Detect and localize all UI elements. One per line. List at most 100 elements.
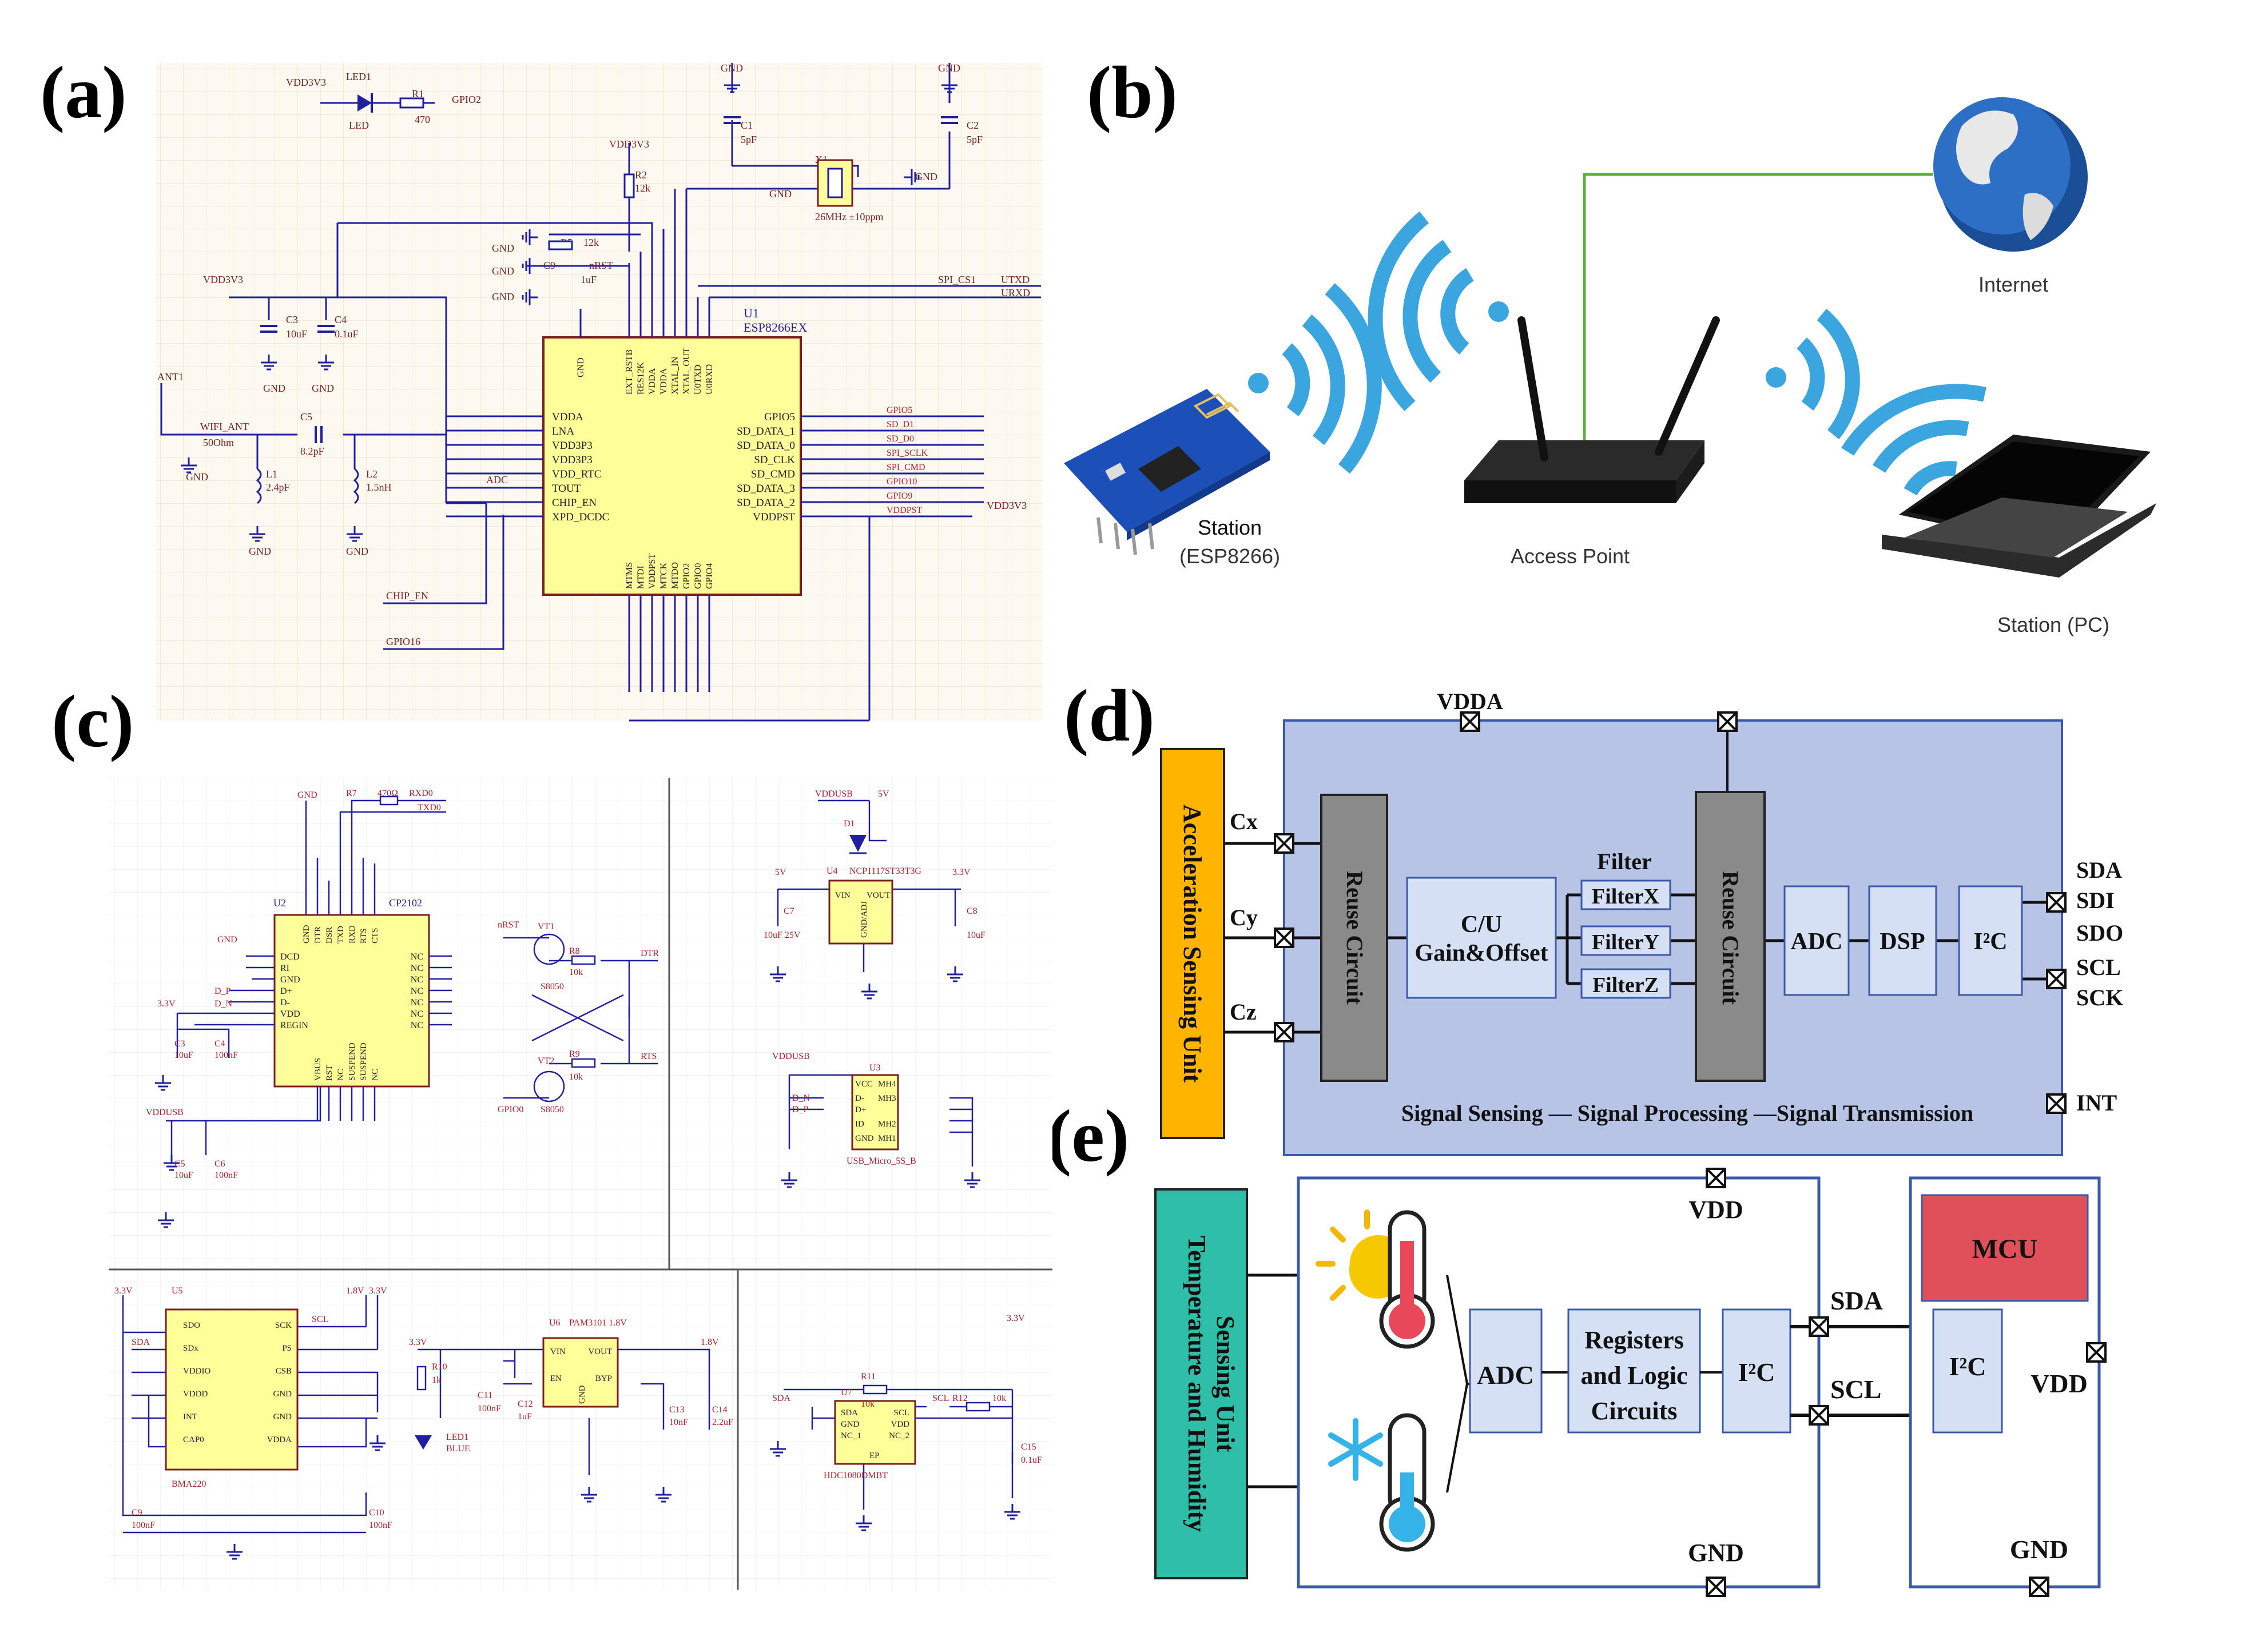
e-i2c-block (1722, 1308, 1791, 1434)
u6-part: PAM3101 1.8V (569, 1318, 627, 1328)
adc-block (1783, 885, 1850, 996)
ncp1117-chip (828, 879, 893, 945)
cp2102-bottom-pin: NC (336, 1069, 345, 1081)
v5-net: 5V (775, 867, 786, 877)
u5-left-pin: INT (183, 1412, 197, 1422)
cp2102-right-pin: NC (411, 998, 423, 1008)
right-net: GPIO9 (887, 491, 912, 501)
chip-left-pin: VDDA (552, 411, 583, 423)
panel-c-schematic: U2 CP2102 DCD RI GND D+ D- VDD REGIN NC … (109, 778, 1052, 1590)
chip-left-pin: XPD_DCDC (552, 511, 609, 523)
u4-pin: VOUT (867, 891, 891, 900)
u5-left-pin: CAP0 (183, 1435, 204, 1444)
u5-left-pin: VDDIO (183, 1367, 210, 1376)
laptop-icon (1882, 435, 2156, 578)
d-n-net: D_N (214, 999, 233, 1009)
filter-z-label: FilterZ (1592, 973, 1659, 997)
u5-left-pin: SDO (183, 1321, 200, 1330)
registers-logic-block (1567, 1308, 1701, 1434)
mcu-i2c-label: I²C (1949, 1352, 1986, 1381)
c14-value: 2.2uF (712, 1418, 733, 1427)
c4-designator: C4 (214, 1039, 225, 1049)
sda-pin-label: SDA (2076, 857, 2122, 883)
station-title: Station (1198, 516, 1262, 539)
l2-gnd: GND (346, 546, 368, 557)
sensing-label-line2: Sensing Unit (1211, 1316, 1239, 1452)
bma220-chip (165, 1308, 299, 1471)
c6-value: 100nF (214, 1171, 238, 1180)
cp2102-left-pin: VDD (280, 1009, 300, 1019)
panel-label-b: (b) (1087, 51, 1178, 134)
cp2102-right-pin: NC (411, 1009, 423, 1019)
c3-value: 10uF (286, 328, 307, 340)
cp-gnd-left: GND (217, 935, 237, 945)
cp2102-top-pin: CTS (371, 927, 380, 944)
r2-designator: R2 (635, 169, 647, 181)
u4-designator: U4 (827, 866, 838, 876)
gnd-bottom-label: GND (1688, 1539, 1744, 1567)
mcu-gnd-label: GND (2010, 1535, 2068, 1564)
cp2102-bottom-pin: SUSPEND (359, 1042, 368, 1081)
vddusb-usb-net: VDDUSB (772, 1052, 810, 1061)
pam-v18: 1.8V (701, 1337, 719, 1347)
rail-vdd-label: VDD3V3 (203, 274, 243, 285)
r5-value: 12k (583, 237, 599, 248)
cp2102-chip (273, 914, 430, 1088)
chip-bottom-pin: MTDI (636, 566, 646, 589)
cz-label: Cz (1230, 999, 1257, 1025)
u3-pin: VCC (855, 1080, 873, 1089)
mcu-gnd-terminal (2029, 1577, 2049, 1597)
vt2-designator: VT2 (538, 1056, 554, 1066)
vdda-terminal (1460, 711, 1480, 732)
v5-top-net: 5V (878, 789, 889, 799)
chip-bottom-pin: MTCK (659, 562, 669, 589)
chip-top-pin: XTAL_OUT (682, 348, 692, 395)
right-net: GPIO5 (887, 405, 912, 415)
int-pin-label: INT (2076, 1090, 2117, 1116)
led-designator: LED1 (346, 71, 371, 82)
station-subtitle: (ESP8266) (1179, 544, 1280, 568)
x1-gnd-left: GND (769, 188, 792, 200)
gnd-bottom-terminal (1706, 1577, 1726, 1597)
right-net: SPI_SCLK (887, 448, 928, 458)
chip-top-pin: U0RXD (705, 364, 714, 395)
u7-part: HDC1080DMBT (824, 1471, 888, 1480)
r7-value: 470Ω (378, 789, 398, 798)
r10-designator: R10 (432, 1362, 447, 1372)
r12-designator: R12 (952, 1394, 968, 1403)
l1-value: 2.4pF (266, 481, 290, 493)
chip-right-pin: SD_CLK (754, 454, 795, 466)
access-point-label: Access Point (1511, 544, 1630, 568)
panel-b-network: Internet Access Point (1064, 97, 2156, 636)
chip-designator: U1 (744, 306, 759, 320)
crystal-icon (817, 159, 853, 207)
bma-scl: SCL (312, 1315, 328, 1324)
c6-designator: C6 (214, 1159, 225, 1169)
e-sda-label: SDA (1830, 1286, 1883, 1315)
u7-pin: NC_1 (841, 1431, 861, 1440)
globe-icon (1933, 97, 2088, 252)
c5-designator: C5 (174, 1159, 185, 1169)
chip-right-pin: GPIO5 (764, 411, 795, 423)
hot-thermometer-icon (1316, 1209, 1435, 1349)
chip-left-pin: VDD_RTC (552, 468, 601, 480)
u4-part: NCP1117ST33T3G (849, 866, 921, 876)
u3-pin: D+ (855, 1105, 866, 1114)
dsp-block (1868, 885, 1937, 996)
u5-right-pin: GND (273, 1390, 292, 1399)
led1-value: BLUE (446, 1444, 470, 1454)
cp2102-bottom-pin: NC (371, 1069, 380, 1081)
u7-pin: SCL (893, 1408, 909, 1418)
chip-bottom-pin: VDDPST (647, 554, 657, 589)
esp8266-chip (542, 336, 802, 596)
c7-value: 10uF 25V (764, 930, 801, 940)
l2-value: 1.5nH (366, 481, 392, 493)
cp2102-left-pin: GND (280, 975, 300, 985)
x1-gnd: GND (915, 171, 937, 182)
u3-pin: D- (855, 1094, 864, 1103)
u6-pin: VIN (550, 1347, 566, 1356)
c12-designator: C12 (518, 1399, 533, 1409)
chip-top-pin: VDDA (659, 368, 669, 395)
filter-y-label: FilterY (1592, 930, 1659, 954)
